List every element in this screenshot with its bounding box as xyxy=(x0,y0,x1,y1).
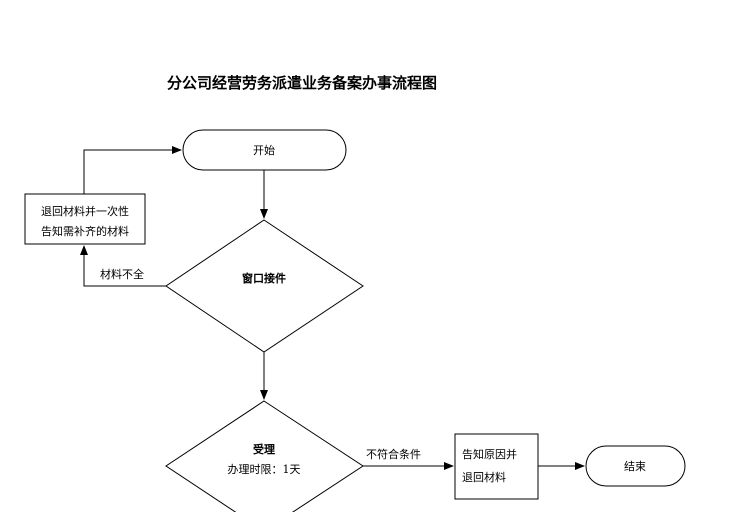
end-node xyxy=(585,445,686,487)
notify-return-line1: 告知原因并 xyxy=(462,447,517,461)
return-materials-line1: 退回材料并一次性 xyxy=(41,204,129,218)
accept-time-limit: 办理时限：1天 xyxy=(228,463,301,476)
arrow-return-to-start xyxy=(83,146,182,194)
window-intake-decision xyxy=(165,219,364,353)
window-intake-label: 窗口接件 xyxy=(242,271,286,285)
arrow-window-to-return xyxy=(80,245,166,287)
accept-decision xyxy=(165,400,364,512)
return-materials-line2: 告知需补齐的材料 xyxy=(41,224,129,238)
notify-return-box xyxy=(454,433,539,500)
return-materials-box xyxy=(24,193,146,245)
diagram-title: 分公司经营劳务派遣业务备案办事流程图 xyxy=(167,74,437,92)
end-label: 结束 xyxy=(624,460,646,473)
accept-title: 受理 xyxy=(253,442,275,456)
notify-return-line2: 退回材料 xyxy=(462,470,506,484)
not-qualified-edge-label: 不符合条件 xyxy=(366,447,421,461)
start-label: 开始 xyxy=(253,143,275,157)
incomplete-edge-label: 材料不全 xyxy=(100,267,144,281)
